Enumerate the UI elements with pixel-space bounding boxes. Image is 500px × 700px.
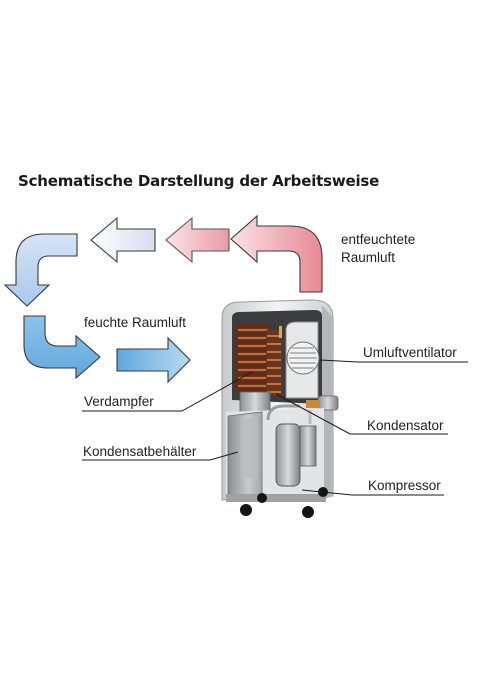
humid-air-arrow [116,336,191,384]
wheels [240,487,328,518]
callout-tank-line [82,451,239,461]
condensate-tank [227,411,263,501]
evaporator-coil [236,323,270,391]
diagram-title: Schematische Darstellung der Arbeitsweis… [18,172,380,190]
fan-unit [285,321,320,399]
label-fan: Umluftventilator [363,345,457,360]
label-dehumidified-air-line2: Raumluft [341,250,395,265]
neutral-air-arrow [90,216,156,264]
callout-evaporator-line [82,371,253,412]
callout-fan-line [319,359,468,363]
label-dehumidified-air-line1: entfeuchtete [341,232,415,247]
callout-compressor-line [301,489,444,496]
label-condenser: Kondensator [367,418,444,433]
humid-air-curved-arrow [23,315,101,380]
label-tank: Kondensatbehälter [83,444,197,459]
callout-condenser-line [275,393,448,435]
warm-air-curved-arrow [230,214,323,293]
air-corner-arrow [3,233,78,307]
label-compressor: Kompressor [368,478,441,493]
condenser-coil [266,326,282,396]
label-humid-air: feuchte Raumluft [84,315,186,330]
label-evaporator: Verdampfer [84,394,154,409]
warm-air-arrow [165,216,230,264]
dehumidifier-unit [221,299,339,518]
